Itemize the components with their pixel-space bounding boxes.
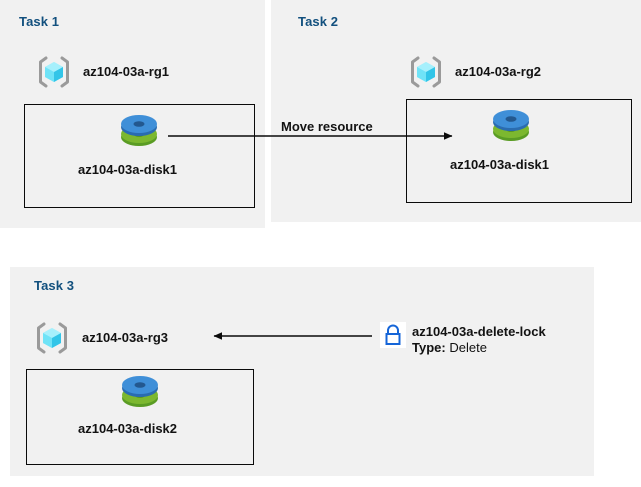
resource-group-icon — [34, 320, 70, 356]
task3-title: Task 3 — [34, 278, 75, 293]
task3-resource-group-label: az104-03a-rg3 — [82, 330, 168, 345]
delete-lock-name: az104-03a-delete-lock — [412, 324, 546, 339]
delete-lock-text: az104-03a-delete-lock Type: Delete — [412, 324, 546, 356]
resource-group-icon — [36, 54, 72, 90]
task1-panel — [0, 0, 265, 228]
disk-icon — [117, 111, 161, 151]
resource-group-icon — [408, 54, 444, 90]
task3-resource-box — [26, 369, 254, 465]
task3-resource-label: az104-03a-disk2 — [78, 421, 178, 436]
task2-resource-label: az104-03a-disk1 — [450, 157, 550, 172]
move-resource-label: Move resource — [281, 119, 373, 134]
task2-resource-box — [406, 99, 632, 203]
delete-lock-type-value: Delete — [449, 340, 487, 355]
task1-resource-label: az104-03a-disk1 — [78, 162, 178, 177]
delete-lock-type-row: Type: Delete — [412, 340, 546, 356]
task1-resource-group-label: az104-03a-rg1 — [83, 64, 169, 79]
task2-panel — [271, 0, 641, 222]
task1-resource-box — [24, 104, 255, 208]
task3-panel — [10, 267, 594, 476]
disk-icon — [489, 106, 533, 146]
disk-icon — [118, 372, 162, 412]
task1-title: Task 1 — [19, 14, 60, 29]
lock-icon — [380, 322, 406, 348]
task2-title: Task 2 — [298, 14, 339, 29]
task2-resource-group-label: az104-03a-rg2 — [455, 64, 541, 79]
delete-lock-type-key: Type: — [412, 340, 446, 355]
